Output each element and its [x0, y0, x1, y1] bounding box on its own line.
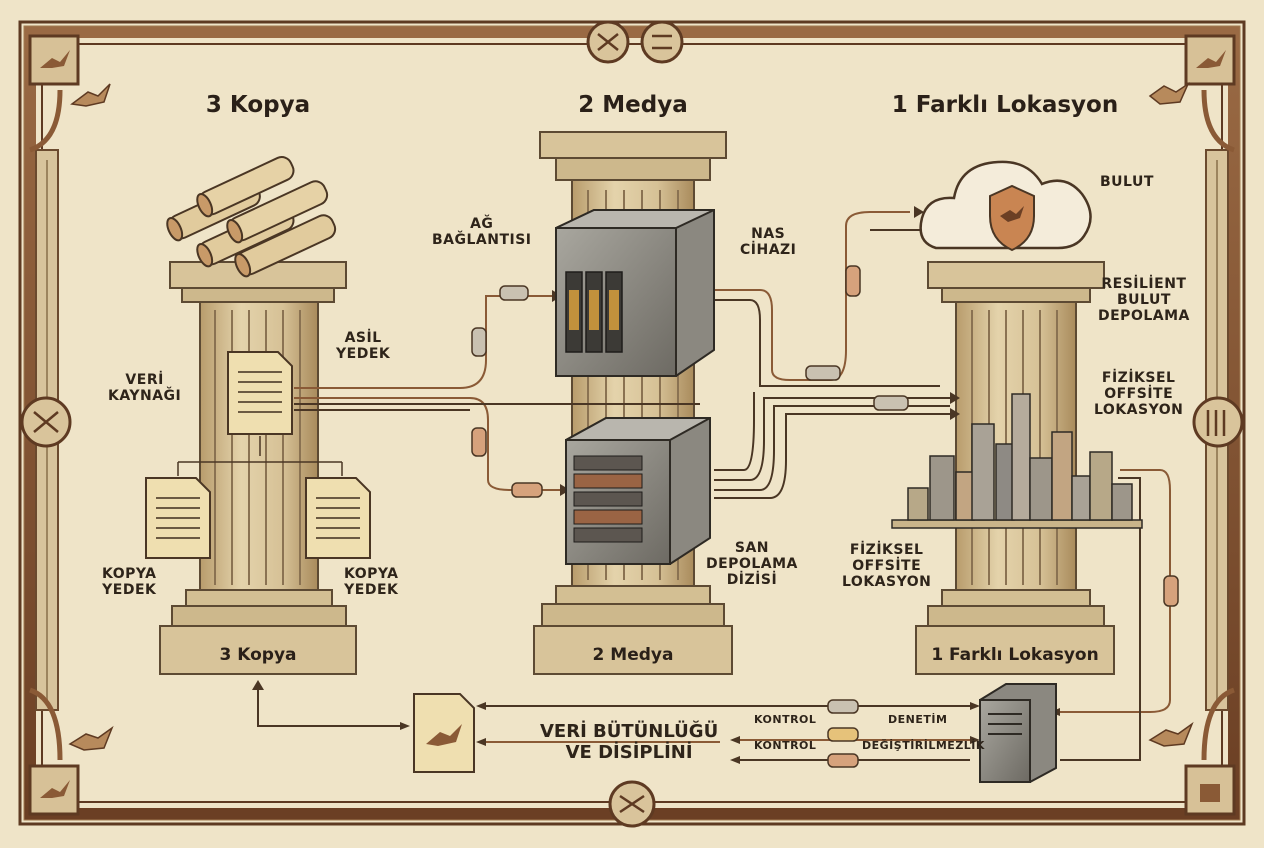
label-resilient-bulut-depolama: RESİLİENT BULUT DEPOLAMA [1098, 276, 1190, 325]
copy-branch-lines [177, 436, 343, 476]
label-kopya-yedek-left: KOPYA YEDEK [102, 566, 157, 599]
label-nas-cihazi: NAS CİHAZI [740, 226, 797, 259]
column-title-2-medya: 2 Medya [578, 92, 688, 118]
server-tower [979, 683, 1057, 783]
document-source [227, 351, 293, 435]
cable-couplers [471, 265, 1179, 768]
document-copy-right [305, 477, 371, 559]
label-ag-baglantisi: AĞ BAĞLANTISI [432, 216, 532, 249]
scroll-stack [166, 156, 337, 278]
label-fiziksel-offsite-right: FİZİKSEL OFFSİTE LOKASYON [1094, 370, 1184, 419]
integrity-document [413, 693, 475, 773]
label-degistirilmezlik: DEĞİŞTİRİLMEZLİK [862, 739, 985, 752]
label-kontrol-2: KONTROL [754, 739, 817, 752]
pillar-base-label-2-medya: 2 Medya [592, 645, 674, 665]
frame-medallions [20, 20, 1244, 828]
document-copy-left [145, 477, 211, 559]
label-san-depolama-dizisi: SAN DEPOLAMA DİZİSİ [706, 540, 798, 589]
label-kopya-yedek-right: KOPYA YEDEK [344, 566, 399, 599]
label-veri-kaynagi: VERİ KAYNAĞI [108, 372, 182, 405]
nas-device [555, 209, 715, 377]
cloud-storage [919, 160, 1092, 252]
pillar-base-label-3-kopya: 3 Kopya [219, 645, 297, 665]
label-denetim: DENETİM [888, 713, 948, 726]
label-asil-yedek: ASİL YEDEK [336, 330, 391, 363]
san-array [565, 417, 711, 565]
label-fiziksel-offsite-center: FİZİKSEL OFFSİTE LOKASYON [842, 542, 932, 591]
pillar-3-kopya [159, 261, 357, 675]
pillar-base-label-1-farkli-lokasyon: 1 Farklı Lokasyon [931, 645, 1099, 665]
column-title-3-kopya: 3 Kopya [205, 92, 311, 118]
label-kontrol-1: KONTROL [754, 713, 817, 726]
city-skyline [891, 393, 1143, 529]
column-title-1-farkli-lokasyon: 1 Farklı Lokasyon [891, 92, 1119, 118]
label-bulut: BULUT [1100, 174, 1154, 190]
label-veri-butunlugu: VERİ BÜTÜNLÜĞÜ VE DİSİPLİNİ [540, 721, 719, 763]
corner-bird-badges [28, 34, 1236, 816]
